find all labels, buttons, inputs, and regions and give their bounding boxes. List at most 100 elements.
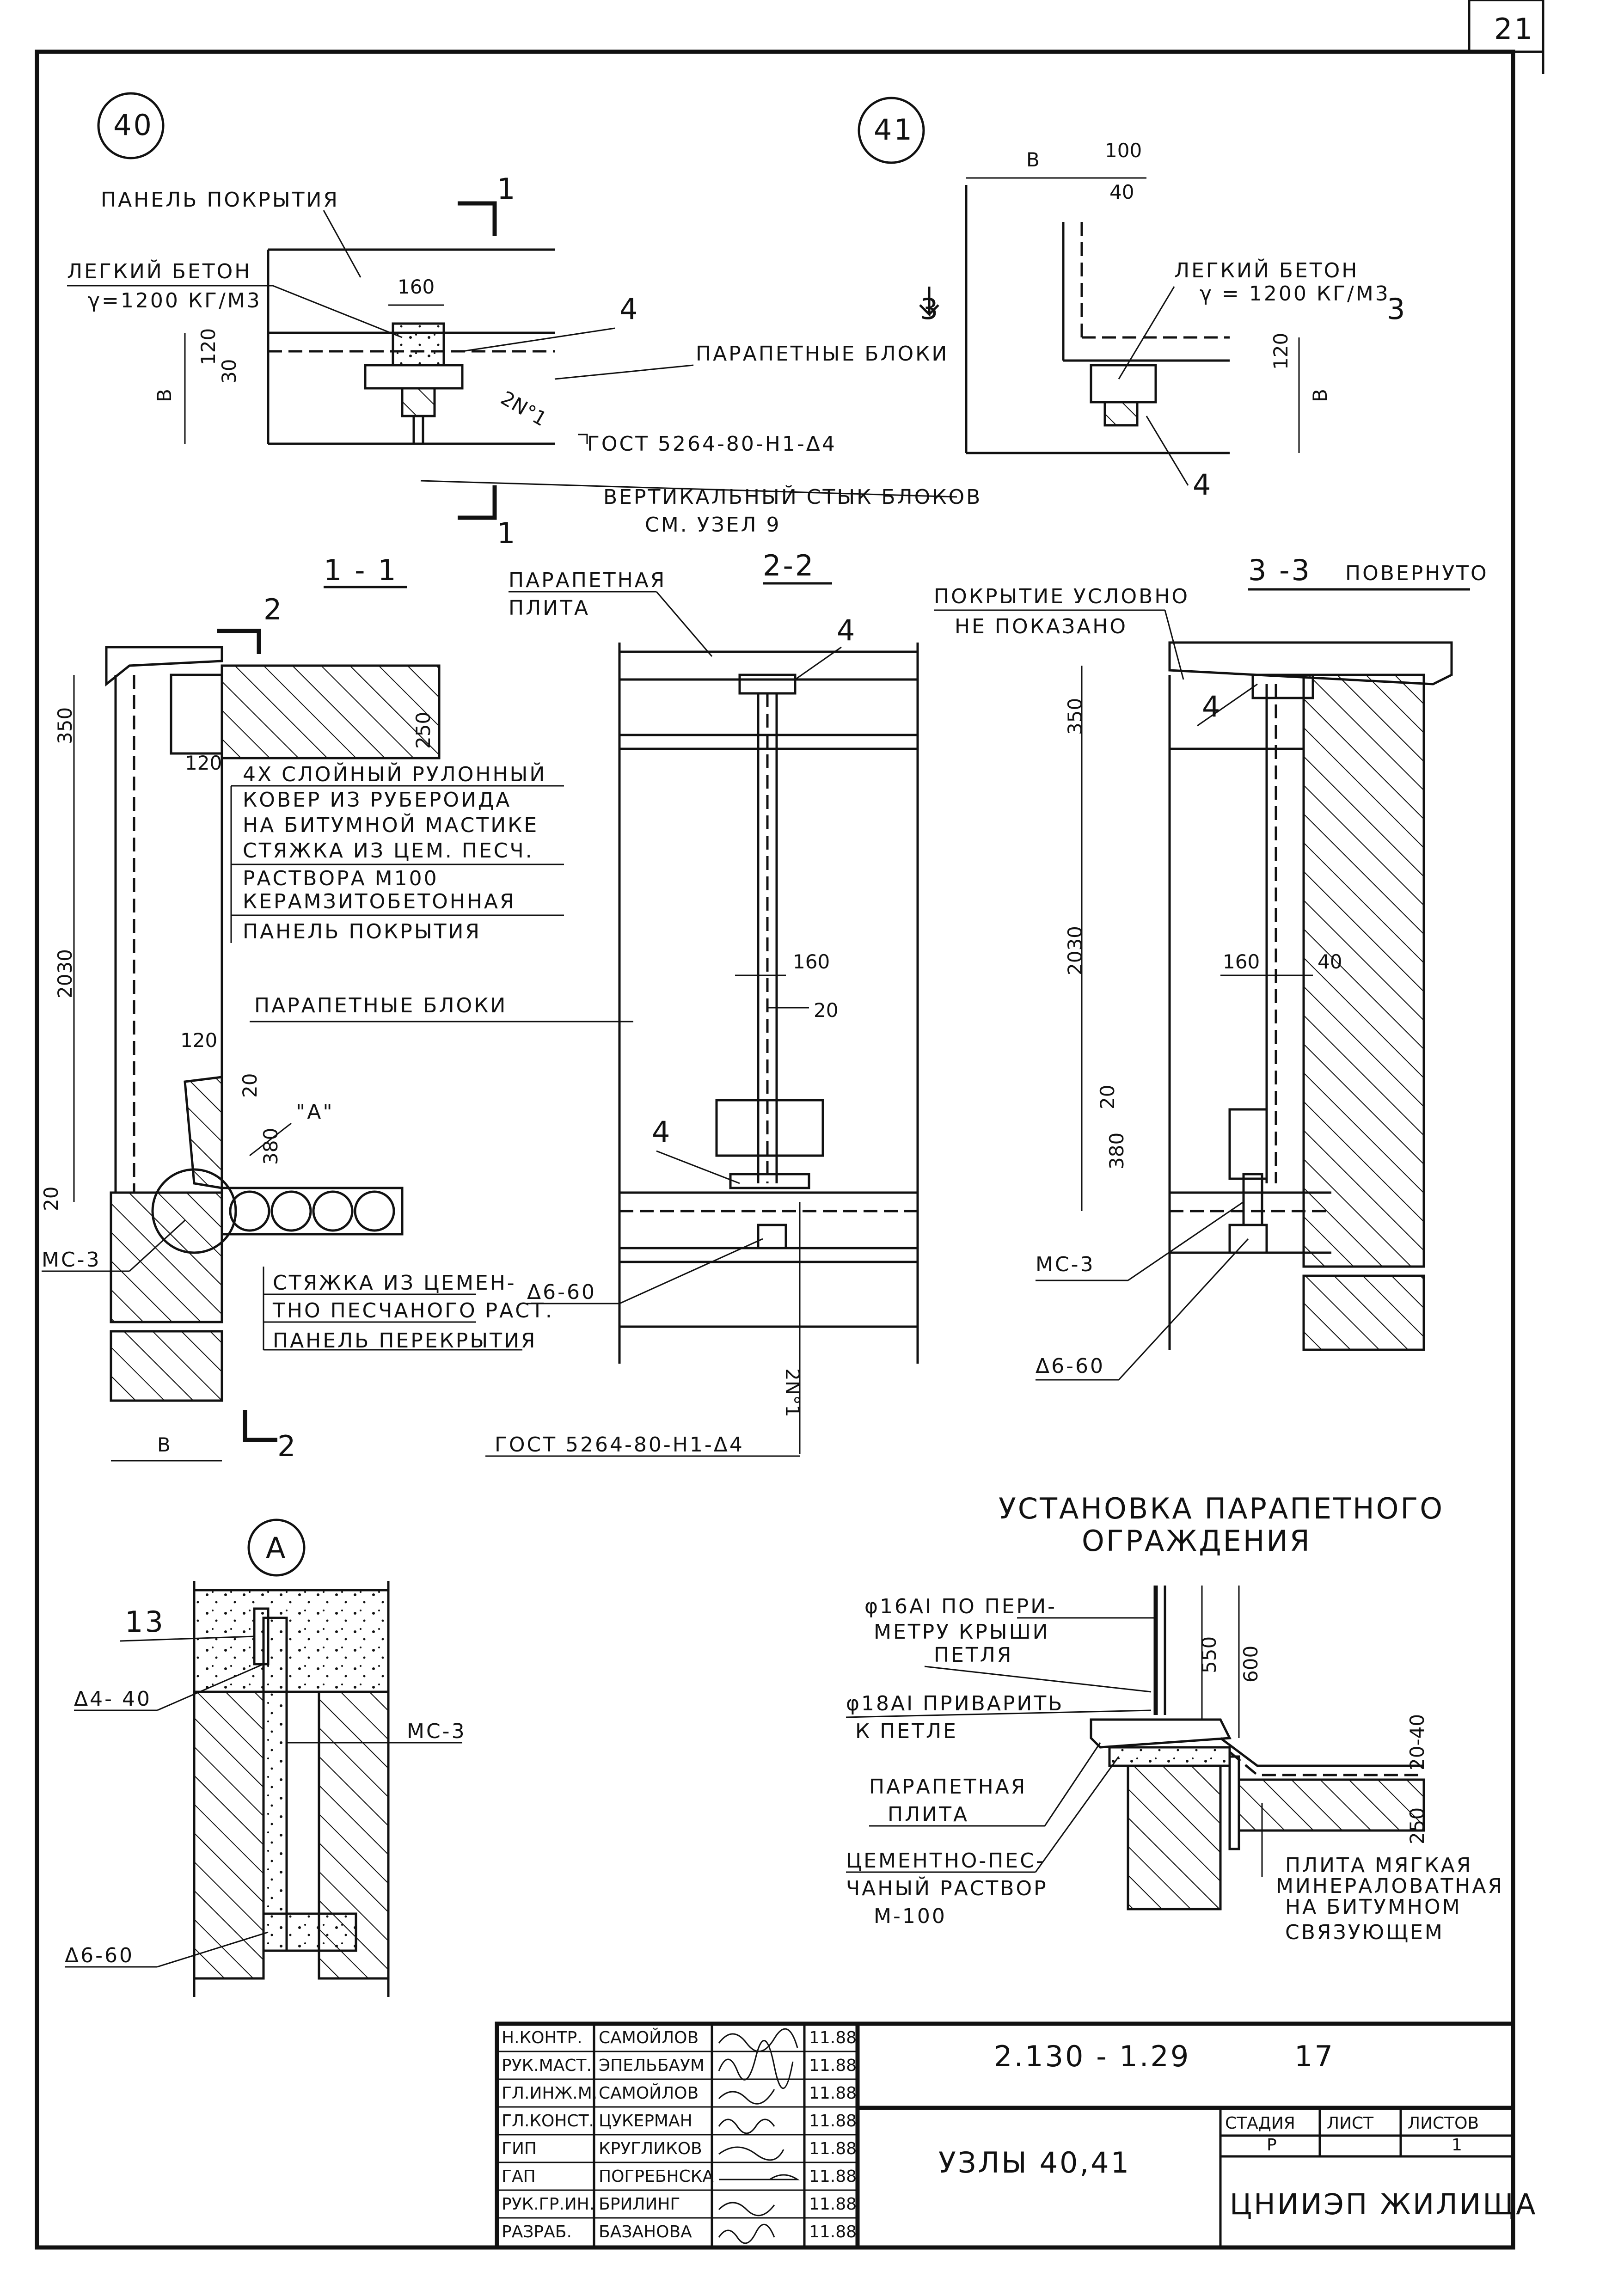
detail-a-d440: Δ4- 40 — [74, 1687, 152, 1711]
tb-date-4: 11.88 — [809, 2139, 857, 2158]
s22-parapet-plate-1: ПАРАПЕТНАЯ — [509, 569, 666, 592]
n41-density: γ = 1200 КГ/М3 — [1200, 282, 1390, 306]
s22-dim-160: 160 — [793, 950, 830, 973]
label-light-concrete: ЛЕГКИЙ БЕТОН — [67, 259, 251, 283]
signature-2 — [718, 2089, 775, 2105]
screed-1: СТЯЖКА ИЗ ЦЕМЕН- — [273, 1271, 516, 1295]
n40-section-mark-top: 1 — [497, 172, 517, 206]
title-block: Н.КОНТР. САМОЙЛОВ 11.88 РУК.МАСТ. ЭПЕЛЬБ… — [495, 2021, 1536, 2250]
label-see-node-9: СМ. УЗЕЛ 9 — [645, 513, 781, 537]
signature-4 — [718, 2146, 784, 2161]
s33-label-mc3: МС-3 — [1036, 1253, 1095, 1276]
s22-dim-20: 20 — [814, 999, 838, 1022]
tb-date-0: 11.88 — [809, 2028, 857, 2047]
node-40-circle — [97, 92, 165, 159]
s33-mark-4: 4 — [1202, 690, 1222, 723]
s11-dim-350: 350 — [54, 707, 76, 744]
page-number-box — [1468, 0, 1544, 53]
section-33-title: 3 -3 — [1248, 553, 1311, 587]
s33-note-2: НЕ ПОКАЗАНО — [955, 615, 1128, 638]
n40-dim-120: 120 — [197, 328, 220, 365]
node-40-number: 40 — [113, 108, 153, 142]
tb-role-1: РУК.МАСТ. — [502, 2056, 592, 2075]
callout-a: "А" — [296, 1100, 334, 1124]
n41-mark-4: 4 — [1193, 468, 1213, 502]
s11-label-parapet-blocks: ПАРАПЕТНЫЕ БЛОКИ — [254, 994, 507, 1017]
s11-dim-b: В — [157, 1433, 171, 1456]
fence-dim-550: 550 — [1198, 1636, 1220, 1673]
section-1-1: 1 - 1 2 4Х СЛОЙНЫЙ РУЛОННЫЙ КОВЕР ИЗ РУБ… — [40, 553, 633, 1463]
n40-mark-2n1: 2N°1 — [497, 386, 551, 430]
fence-label-18: φ18АI ПРИВАРИТЬ — [846, 1692, 1064, 1715]
tb-role-7: РАЗРАБ. — [502, 2223, 572, 2241]
tb-doc-number: 17 — [1294, 2039, 1335, 2073]
layer-4: СТЯЖКА ИЗ ЦЕМ. ПЕСЧ. — [243, 839, 534, 863]
detail-a: А 13 Δ4- 40 МС-3 Δ6-60 — [65, 1518, 465, 1997]
tb-title: УЗЛЫ 40,41 — [938, 2146, 1131, 2180]
screed-2: ТНО ПЕСЧАНОГО РАСТ. — [272, 1299, 554, 1322]
node-40: 40 ПАНЕЛЬ ПОКРЫТИЯ ЛЕГКИЙ БЕТОН γ=1200 К… — [67, 92, 980, 550]
tb-name-1: ЭПЕЛЬБАУМ — [599, 2056, 705, 2075]
screed-3: ПАНЕЛЬ ПЕРЕКРЫТИЯ — [273, 1329, 537, 1353]
tb-name-5: ПОГРЕБНСКА — [599, 2167, 714, 2186]
s22-mark-4a: 4 — [837, 613, 857, 647]
tb-role-6: РУК.ГР.ИН. — [502, 2195, 594, 2214]
s33-note-1: ПОКРЫТИЕ УСЛОВНО — [934, 585, 1189, 608]
tb-name-0: САМОЙЛОВ — [599, 2028, 699, 2047]
fence-title-2: ОГРАЖДЕНИЯ — [1082, 1524, 1311, 1558]
tb-sheets-total: 1 — [1452, 2136, 1462, 2155]
section-2-2: ПАРАПЕТНАЯ ПЛИТА 2-2 4 160 20 4 — [485, 549, 919, 1457]
signature-3 — [718, 2118, 775, 2134]
s11-dim-120a: 120 — [185, 752, 222, 774]
tb-name-3: ЦУКЕРМАН — [599, 2112, 692, 2131]
tb-date-6: 11.88 — [809, 2195, 857, 2214]
signature-7 — [718, 2223, 775, 2244]
tb-name-2: САМОЙЛОВ — [599, 2083, 699, 2103]
tb-date-7: 11.88 — [809, 2223, 857, 2241]
s11-dim-20: 20 — [239, 1073, 261, 1098]
fence-soft-3: НА БИТУМНОМ — [1285, 1895, 1462, 1919]
n41-dim-b: В — [1026, 148, 1040, 171]
node-41-circle — [858, 97, 925, 164]
section-33-subtitle: ПОВЕРНУТО — [1345, 562, 1489, 585]
fence-soft-4: СВЯЗУЮЩЕМ — [1285, 1921, 1444, 1944]
signature-0 — [718, 2028, 798, 2052]
s11-dim-120b: 120 — [180, 1029, 217, 1052]
tb-name-7: БАЗАНОВА — [599, 2223, 692, 2241]
node-41: 41 В 100 40 ЛЕГКИЙ БЕТОН γ = 1200 КГ/М3 … — [858, 97, 1405, 502]
section-3-3: 3 -3 ПОВЕРНУТО ПОКРЫТИЕ УСЛОВНО НЕ ПОКАЗ… — [934, 553, 1489, 1381]
tb-stage: Р — [1267, 2136, 1277, 2155]
n41-dim-120: 120 — [1269, 333, 1292, 370]
fence-installation: УСТАНОВКА ПАРАПЕТНОГО ОГРАЖДЕНИЯ φ16АI П… — [846, 1492, 1504, 1944]
fence-label-16b: МЕТРУ КРЫШИ — [874, 1620, 1050, 1644]
s33-label-d660: Δ6-60 — [1036, 1354, 1105, 1378]
fence-label-18b: К ПЕТЛЕ — [855, 1720, 958, 1743]
layer-6: КЕРАМЗИТОБЕТОННАЯ — [243, 890, 516, 913]
fence-soft-1: ПЛИТА МЯГКАЯ — [1285, 1854, 1472, 1877]
n40-section-mark-bottom: 1 — [497, 516, 517, 550]
fence-plate-2: ПЛИТА — [888, 1803, 969, 1826]
s11-dim-2030: 2030 — [54, 949, 76, 998]
tb-sheets-label: ЛИСТОВ — [1408, 2114, 1479, 2133]
tb-role-3: ГЛ.КОНСТ. — [502, 2112, 594, 2131]
detail-a-title: А — [266, 1531, 287, 1565]
n40-dim-30: 30 — [218, 359, 240, 384]
s33-dim-2030: 2030 — [1064, 926, 1086, 975]
tb-stage-label: СТАДИЯ — [1225, 2114, 1295, 2133]
tb-date-3: 11.88 — [809, 2112, 857, 2131]
fence-soft-2: МИНЕРАЛОВАТНАЯ — [1276, 1874, 1504, 1898]
fence-label-16: φ16АI ПО ПЕРИ- — [864, 1595, 1057, 1618]
s22-gost: ГОСТ 5264-80-Н1-Δ4 — [495, 1433, 744, 1457]
s33-dim-20: 20 — [1096, 1085, 1119, 1109]
detail-a-circle — [247, 1518, 306, 1577]
layer-3: НА БИТУМНОЙ МАСТИКЕ — [243, 813, 539, 837]
detail-a-mark-13: 13 — [125, 1605, 165, 1639]
s33-dim-160: 160 — [1223, 950, 1260, 973]
fence-dim-250: 250 — [1406, 1807, 1428, 1844]
layer-7: ПАНЕЛЬ ПОКРЫТИЯ — [243, 920, 481, 943]
fence-dim-600: 600 — [1239, 1646, 1262, 1683]
tb-date-1: 11.88 — [809, 2056, 857, 2075]
node-41-number: 41 — [874, 113, 914, 147]
detail-a-d660: Δ6-60 — [65, 1944, 134, 1967]
signature-6 — [718, 2202, 775, 2216]
